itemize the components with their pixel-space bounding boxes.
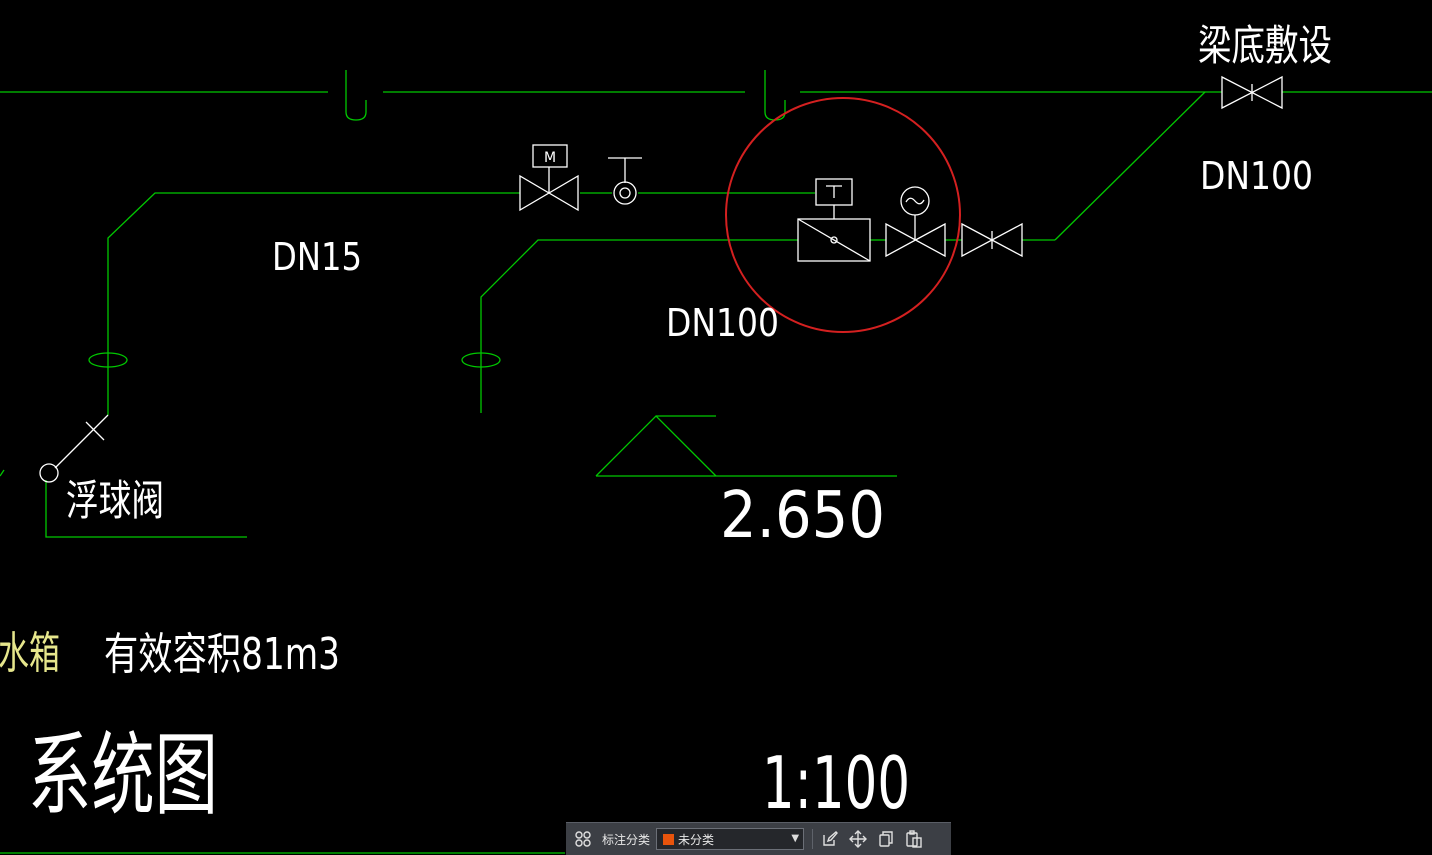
annotation-category-label: 标注分类 xyxy=(602,832,651,847)
sensor-stem xyxy=(608,157,642,183)
thermostatic-valve-dot xyxy=(830,236,838,244)
copy-icon[interactable] xyxy=(875,828,897,850)
motorized-valve-icon xyxy=(519,174,579,212)
branch-diagonal xyxy=(1054,91,1206,241)
pipe-sleeve-center xyxy=(461,352,501,368)
solenoid-valve-icon xyxy=(885,222,946,258)
float-valve-arm xyxy=(54,414,109,469)
drawing-labels: M T 梁底敷设 DN100 DN15 DN100 浮球阀 2.650 水箱 有… xyxy=(0,21,1332,828)
float-valve-label: 浮球阀 xyxy=(66,476,164,525)
dn100-pipe xyxy=(480,239,798,413)
gate-valve-icon xyxy=(961,222,1023,258)
elevation-triangle xyxy=(595,415,717,477)
move-icon[interactable] xyxy=(847,828,869,850)
pipe-sleeve-left xyxy=(88,352,128,368)
dn100-right-label: DN100 xyxy=(1200,154,1313,198)
pipe-hook-2 xyxy=(764,70,786,121)
category-select[interactable]: 未分类 ▼ xyxy=(656,828,805,850)
edit-icon[interactable] xyxy=(819,828,841,850)
sensor-outer-circle xyxy=(613,181,637,205)
thermostat-t-mark xyxy=(826,185,842,198)
pipe-hook-1 xyxy=(345,70,367,121)
chevron-down-icon: ▼ xyxy=(791,833,800,844)
thermostat-box-icon xyxy=(815,178,853,206)
elevation-label: 2.650 xyxy=(720,479,885,553)
tank-prefix-label: 水箱 xyxy=(0,628,60,679)
beam-bottom-label: 梁底敷设 xyxy=(1198,21,1332,70)
float-ball-icon xyxy=(39,463,59,483)
paste-icon[interactable] xyxy=(903,828,925,850)
dn15-label: DN15 xyxy=(272,235,362,279)
solenoid-wave xyxy=(905,197,925,205)
beam-gate-valve-icon xyxy=(1221,75,1283,110)
system-title-label: 系统图 xyxy=(28,723,218,828)
solenoid-head-icon xyxy=(900,186,930,216)
scale-label: 1:100 xyxy=(762,741,910,825)
motor-symbol-label: M xyxy=(544,150,556,166)
grid-icon[interactable] xyxy=(572,828,594,850)
tick-left-edge xyxy=(0,469,5,477)
sensor-inner-circle xyxy=(619,187,631,199)
valve-symbols xyxy=(39,75,1283,483)
motor-box-icon xyxy=(532,144,568,168)
tank-volume-label: 有效容积81m3 xyxy=(104,629,340,680)
pipe-network xyxy=(0,70,1432,854)
annotation-toolbar: 标注分类 未分类 ▼ xyxy=(566,822,951,855)
highlight-circle xyxy=(725,97,961,333)
category-select-value: 未分类 xyxy=(678,832,715,847)
dn100-center-label: DN100 xyxy=(666,301,779,345)
thermostatic-valve-diagonal xyxy=(797,218,871,262)
float-pipe-bottom xyxy=(45,480,247,538)
toolbar-divider xyxy=(812,829,814,849)
category-color-swatch xyxy=(663,833,675,845)
dn15-pipe xyxy=(107,192,520,415)
